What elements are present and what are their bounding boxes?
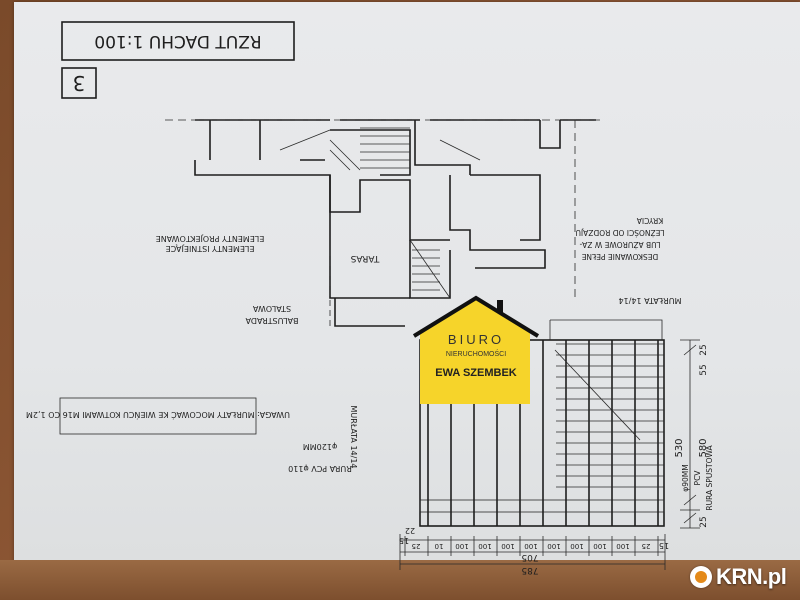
bottom-dim-value: 100: [593, 542, 606, 550]
drawing-sheet: [14, 2, 800, 587]
roof-boarding-label-2: LUB AŻUROWE W ZA-: [579, 240, 660, 249]
logo-house-shape: [420, 300, 530, 404]
dim-785: 785: [521, 565, 538, 575]
bottom-dim-value: 100: [547, 542, 560, 550]
rafters: [427, 340, 659, 526]
caution-note-text: UWAGA: MURŁATY MOCOWAĆ KE WIEŃCU KOTWAMI…: [26, 410, 290, 421]
logo-line-1: BIURO: [448, 332, 504, 347]
dim-15-left: 15: [399, 536, 409, 545]
balustrade-label-2: STALOWA: [252, 304, 291, 313]
wall-plate-top-label: MURŁATA 14/14: [619, 296, 682, 305]
dim-22: 22: [405, 526, 415, 535]
roof-boarding-label-1: DESKOWANIE PEŁNE: [581, 252, 658, 261]
existing-elements-label: ELEMENTY ISTNIEJĄCE: [166, 244, 255, 253]
bottom-dim-value: 100: [501, 542, 514, 550]
sheet-number: 3: [73, 71, 86, 95]
logo-line-2: NIERUCHOMOŚCI: [446, 349, 506, 358]
terrace-label: TARAS: [350, 253, 380, 263]
logo-chimney: [497, 300, 503, 314]
dim-530: 530: [674, 438, 685, 457]
bottom-dim-value: 10: [435, 542, 444, 550]
dim-705: 705: [521, 552, 538, 562]
dim-15-right: 15: [659, 541, 669, 550]
dim-25-right-top: 25: [699, 344, 709, 355]
watermark: KRN.pl: [690, 562, 787, 592]
logo-line-3: EWA SZEMBEK: [435, 367, 517, 379]
krn-logo-icon: [690, 566, 712, 588]
plan-walls: [165, 119, 600, 330]
dim-25-right-bottom: 25: [699, 516, 709, 527]
pipe-label-1: RURA PCV φ110: [288, 464, 352, 473]
bottom-dim-value: 100: [455, 542, 468, 550]
title-block: RZUT DACHU 1:100 3: [61, 21, 295, 99]
roof-boarding-label-4: KRYCIA: [636, 216, 663, 225]
pipe-label-2: φ120MM: [303, 442, 337, 451]
bottom-dim-value: 100: [524, 542, 537, 550]
designed-elements-label: ELEMENTY PROJEKTOWANE: [156, 234, 265, 243]
bottom-dim-row: 25 10 100 100 100 100 100 100 100 100 25: [412, 542, 651, 550]
bottom-ticks: [404, 536, 659, 556]
pipe-right-label-3: φ90MM: [681, 464, 690, 491]
bottom-dim-value: 25: [642, 542, 651, 550]
plan-labels: ELEMENTY ISTNIEJĄCE ELEMENTY PROJEKTOWAN…: [156, 216, 714, 511]
pipe-right-label-2: PCV: [693, 470, 702, 486]
dim-580: 580: [698, 438, 709, 457]
right-dimensions: 580 530 25 25 55: [674, 339, 709, 529]
roof-structure: [419, 319, 665, 527]
bottom-dim-value: 100: [478, 542, 491, 550]
wall-plate-left-label: MURŁATA 14/14: [349, 406, 358, 469]
bottom-dim-value: 100: [570, 542, 583, 550]
bottom-dimensions: 25 10 100 100 100 100 100 100 100 100 25 705 785 1…: [399, 526, 669, 575]
dim-55: 55: [699, 364, 709, 375]
balustrade-label-1: BALUSTRADA: [245, 316, 299, 325]
pipe-right-label-1: RURA SPUSTOWA: [705, 444, 714, 510]
roof-boarding-label-3: LEŻNOŚCI OD RODZAJU: [575, 228, 664, 237]
bottom-dim-value: 100: [616, 542, 629, 550]
bottom-dim-value: 25: [412, 542, 421, 550]
battens: [556, 343, 664, 488]
plan-title: RZUT DACHU 1:100: [94, 31, 261, 51]
caution-note: UWAGA: MURŁATY MOCOWAĆ KE WIEŃCU KOTWAMI…: [26, 397, 290, 435]
logo-roof-line: [412, 295, 540, 338]
watermark-text: KRN.pl: [716, 564, 787, 589]
